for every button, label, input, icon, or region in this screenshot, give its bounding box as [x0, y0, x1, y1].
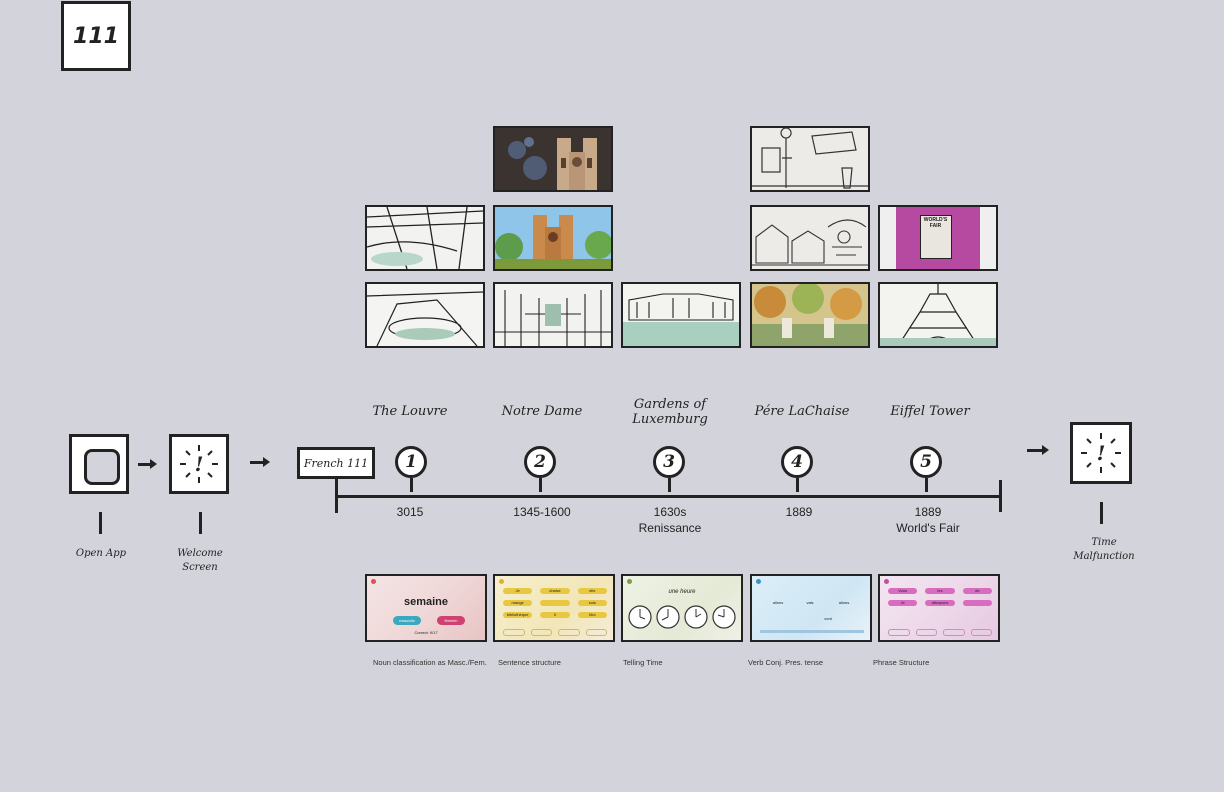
welcome-caption: Welcome Screen [177, 548, 223, 573]
node-stem-2 [539, 478, 542, 492]
storyboard-louvre-pyramid [365, 282, 485, 348]
site-label-3: Gardens of Luxemburg [632, 397, 708, 427]
timeline-node-5[interactable]: 5 [910, 446, 942, 478]
site-label-4: Pére LaChaise [754, 404, 850, 419]
timeline-node-1[interactable]: 1 [395, 446, 427, 478]
node-stem-1 [410, 478, 413, 492]
date-5: 1889 [914, 505, 942, 519]
lesson-1-masc-button[interactable]: masculin [393, 616, 421, 625]
chip[interactable]: de [962, 588, 992, 594]
chip[interactable]: vont [824, 616, 832, 621]
site-label-2: Notre Dame [501, 404, 583, 419]
chip[interactable]: attrapons [925, 600, 955, 606]
date-3: 1630s [653, 505, 687, 519]
chip[interactable]: mange [503, 600, 533, 606]
lesson-3-title: une heure [668, 589, 696, 595]
date-1: 3015 [396, 505, 424, 519]
welcome-screen-icon[interactable]: ! [169, 434, 229, 494]
arrow-to-welcome [138, 459, 157, 469]
storyboard-pere-lachaise-trees [750, 282, 870, 348]
chip[interactable]: allons [838, 600, 850, 605]
storyboard-luxembourg-palace [621, 282, 741, 348]
lesson-caption-4: Verb Conj. Pres. tense [748, 658, 824, 667]
course-label-box: French 111 [297, 447, 375, 479]
open-app-tick [99, 512, 102, 534]
lesson-screen-4[interactable]: allons vais allons vont [750, 574, 872, 642]
chip[interactable]: bibliothèque [503, 612, 533, 618]
storyboard-cemetery-statue [750, 126, 870, 192]
lesson-5-chip-grid: Vous les de Je attrapons [888, 588, 992, 606]
time-malfunction-icon[interactable]: ! [1070, 422, 1132, 484]
lesson-caption-5: Phrase Structure [873, 658, 930, 667]
chip[interactable]: Je [888, 600, 918, 606]
subdate-5: World's Fair [896, 521, 960, 535]
svg-text:!: ! [1097, 441, 1106, 465]
lesson-1-word: semaine [403, 596, 449, 608]
lesson-5-answer-slots [888, 629, 992, 636]
chip[interactable]: Je [503, 588, 533, 594]
lesson-1-fem-button[interactable]: féminin [437, 616, 465, 625]
lesson-3-clocks [628, 605, 736, 629]
storyboard-louvre-interior [365, 205, 485, 271]
chip[interactable]: vais [806, 600, 814, 605]
open-app-caption: Open App [75, 548, 127, 559]
page-number-badge: 111 [61, 1, 131, 71]
chip[interactable]: Moi [577, 612, 607, 618]
poster-text: WORLD'S FAIR [923, 217, 948, 229]
chip[interactable]: chaise [540, 588, 570, 594]
svg-text:!: ! [195, 452, 204, 476]
chip[interactable]: Vous [888, 588, 918, 594]
storyboard-eiffel-tower [878, 282, 998, 348]
chip[interactable] [962, 600, 992, 606]
storyboard-notre-dame-night [493, 126, 613, 192]
timeline-node-2[interactable]: 2 [524, 446, 556, 478]
storyboard-cemetery-sketch [750, 205, 870, 271]
arrow-to-timeline [250, 457, 270, 467]
chip[interactable]: elle [577, 588, 607, 594]
storyboard-notre-dame-day [493, 205, 613, 271]
date-2: 1345-1600 [513, 505, 571, 519]
storyboard-worlds-fair-poster: WORLD'S FAIR [878, 205, 998, 271]
lesson-screen-2[interactable]: Je chaise elle mange suis bibliothèque I… [493, 574, 615, 642]
arrow-to-malfunction [1027, 445, 1049, 455]
storyboard-notre-dame-nave [493, 282, 613, 348]
lesson-1-score: Correct: 9/17 [414, 630, 438, 635]
malfunction-caption: Time Malfunction [1073, 537, 1135, 562]
node-stem-3 [668, 478, 671, 492]
malfunction-tick [1100, 502, 1103, 524]
badge-label: 111 [73, 23, 119, 49]
subdate-3: Renissance [638, 521, 702, 535]
date-4: 1889 [785, 505, 813, 519]
chip[interactable]: suis [577, 600, 607, 606]
timeline-end-cap [999, 480, 1002, 512]
lesson-screen-1[interactable]: semaine masculin féminin Correct: 9/17 [365, 574, 487, 642]
chip[interactable] [540, 600, 570, 606]
site-label-1: The Louvre [372, 404, 448, 419]
node-stem-4 [796, 478, 799, 492]
timeline-line [335, 495, 1002, 498]
lesson-4-bar [760, 630, 864, 633]
lesson-2-answer-slots [503, 629, 607, 636]
timeline-node-4[interactable]: 4 [781, 446, 813, 478]
chip[interactable]: Il [540, 612, 570, 618]
course-label: French 111 [303, 456, 369, 470]
site-label-5: Eiffel Tower [890, 404, 970, 419]
lesson-caption-3: Telling Time [623, 658, 663, 667]
chip[interactable]: allons [772, 600, 784, 605]
node-stem-5 [925, 478, 928, 492]
timeline-node-3[interactable]: 3 [653, 446, 685, 478]
lesson-caption-2: Sentence structure [498, 658, 561, 667]
welcome-tick [199, 512, 202, 534]
lesson-screen-3[interactable]: une heure [621, 574, 743, 642]
chip[interactable]: les [925, 588, 955, 594]
lesson-caption-1: Noun classification as Masc./Fem. [373, 658, 487, 667]
lesson-2-chip-grid: Je chaise elle mange suis bibliothèque I… [503, 588, 607, 618]
lesson-screen-5[interactable]: Vous les de Je attrapons [878, 574, 1000, 642]
open-app-icon[interactable] [69, 434, 129, 494]
